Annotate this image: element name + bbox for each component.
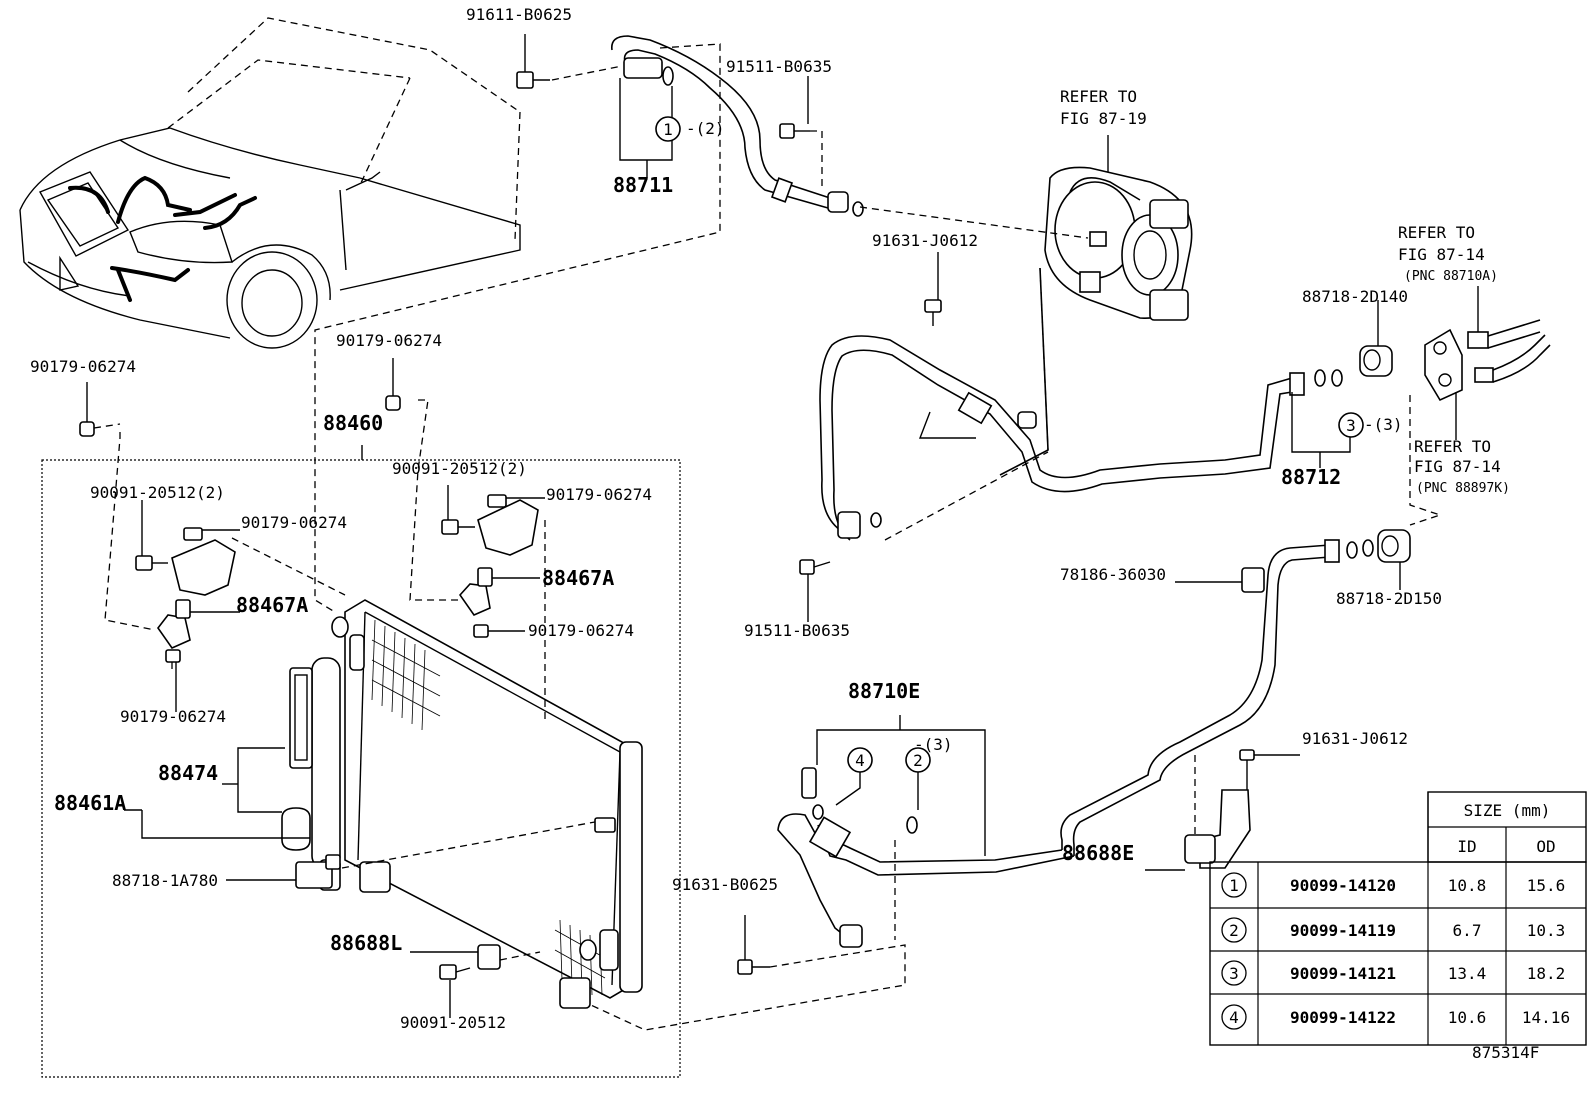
label-refer-87-14a-a: REFER TO [1398, 223, 1475, 242]
label-78186-36030: 78186-36030 [1060, 565, 1166, 584]
label-88474: 88474 [158, 761, 218, 785]
row-key: 1 [1229, 876, 1239, 895]
label-qty-2: -(3) [914, 735, 953, 754]
table-row: 4 90099-14122 10.6 14.16 [1229, 1008, 1570, 1027]
label-90179-06274-d: 90179-06274 [546, 485, 652, 504]
row-id: 6.7 [1453, 921, 1482, 940]
row-part: 90099-14119 [1290, 921, 1396, 940]
callout-1: 1 [663, 120, 673, 139]
tube-88710e [579, 715, 1075, 1031]
label-refer-87-14k-b: FIG 87-14 [1414, 457, 1501, 476]
size-table: SIZE (mm) ID OD 1 90099-14120 10.8 15.6 … [1209, 791, 1587, 1046]
label-refer-87-14a-b: FIG 87-14 [1398, 245, 1485, 264]
row-key: 2 [1229, 921, 1239, 940]
label-qty-3: -(3) [1364, 415, 1403, 434]
label-88712: 88712 [1281, 465, 1341, 489]
label-90091-20512-c: 90091-20512 [400, 1013, 506, 1032]
row-id: 10.6 [1448, 1008, 1487, 1027]
car-illustration [19, 17, 521, 349]
label-88711: 88711 [613, 173, 673, 197]
row-key: 4 [1229, 1008, 1239, 1027]
row-od: 10.3 [1527, 921, 1566, 940]
label-91631-j0612-top: 91631-J0612 [872, 231, 978, 250]
compressor [1044, 135, 1193, 321]
label-88460: 88460 [323, 411, 383, 435]
label-88718-2d150: 88718-2D150 [1336, 589, 1442, 608]
label-88467a-right: 88467A [542, 566, 614, 590]
label-refer-87-19-b: FIG 87-19 [1060, 109, 1147, 128]
label-90179-06274-f: 90179-06274 [120, 707, 226, 726]
label-refer-87-14a-c: (PNC 88710A) [1404, 269, 1498, 284]
label-refer-87-14k-c: (PNC 88897K) [1416, 481, 1510, 496]
table-row: 2 90099-14119 6.7 10.3 [1229, 921, 1565, 940]
label-91511-b0635-bottom: 91511-B0635 [744, 621, 850, 640]
hose-88711 [314, 34, 864, 613]
oring-callouts: 1 3 4 2 [663, 120, 1356, 770]
callout-3: 3 [1346, 416, 1356, 435]
callout-2: 2 [913, 751, 923, 770]
label-88461a: 88461A [54, 791, 126, 815]
label-90179-06274-a: 90179-06274 [30, 357, 136, 376]
label-91631-b0625: 91631-B0625 [672, 875, 778, 894]
label-88688e: 88688E [1062, 841, 1134, 865]
row-od: 18.2 [1527, 964, 1566, 983]
label-90179-06274-e: 90179-06274 [528, 621, 634, 640]
label-90091-20512-a: 90091-20512(2) [90, 483, 225, 502]
row-key: 3 [1229, 964, 1239, 983]
liquid-line [1060, 529, 1411, 871]
label-91611-b0625: 91611-B0625 [466, 5, 572, 24]
row-id: 10.8 [1448, 876, 1487, 895]
label-refer-87-19-a: REFER TO [1060, 87, 1137, 106]
size-table-title: SIZE (mm) [1464, 801, 1551, 820]
row-od: 15.6 [1527, 876, 1566, 895]
callout-4: 4 [855, 751, 865, 770]
label-88710e: 88710E [848, 679, 920, 703]
table-row: 1 90099-14120 10.8 15.6 [1229, 876, 1565, 895]
label-88688l: 88688L [330, 931, 402, 955]
label-88718-2d140: 88718-2D140 [1302, 287, 1408, 306]
label-91631-j0612-bottom: 91631-J0612 [1302, 729, 1408, 748]
row-od: 14.16 [1522, 1008, 1570, 1027]
label-qty-1: -(2) [686, 119, 725, 138]
label-90179-06274-c: 90179-06274 [241, 513, 347, 532]
figure-id: 875314F [1472, 1043, 1539, 1062]
suction-hose [799, 252, 1551, 622]
label-90091-20512-b: 90091-20512(2) [392, 459, 527, 478]
label-88467a-left: 88467A [236, 593, 308, 617]
table-row: 3 90099-14121 13.4 18.2 [1229, 964, 1565, 983]
row-part: 90099-14120 [1290, 876, 1396, 895]
label-91511-b0635-top: 91511-B0635 [726, 57, 832, 76]
part-labels: 91611-B0625 91511-B0635 88711 -(2) REFER… [30, 5, 1539, 1062]
row-id: 13.4 [1448, 964, 1487, 983]
size-table-col-id: ID [1457, 837, 1476, 856]
label-90179-06274-b: 90179-06274 [336, 331, 442, 350]
size-table-col-od: OD [1536, 837, 1555, 856]
row-part: 90099-14122 [1290, 1008, 1396, 1027]
label-88718-1a780: 88718-1A780 [112, 871, 218, 890]
row-part: 90099-14121 [1290, 964, 1396, 983]
condenser-assembly [41, 358, 681, 1078]
label-refer-87-14k-a: REFER TO [1414, 437, 1491, 456]
